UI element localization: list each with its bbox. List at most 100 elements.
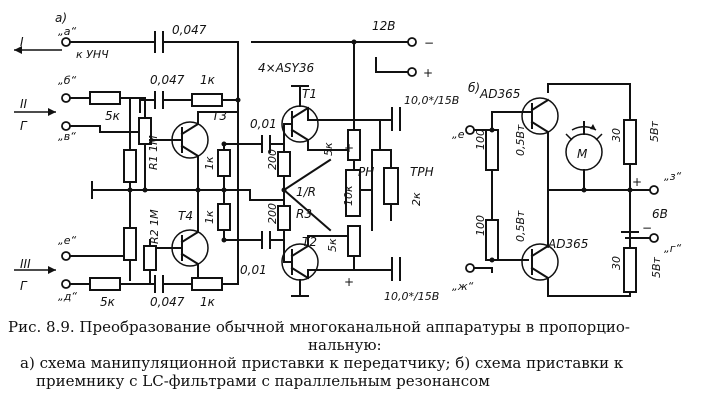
contact-v-label: „в“	[58, 130, 76, 143]
resistor-5k-in	[89, 91, 121, 105]
resistor-b-30b	[623, 247, 637, 293]
plus-mark-2: +	[344, 275, 354, 289]
terminal-b-g	[649, 233, 659, 243]
supply-plus: +	[423, 66, 433, 80]
transistor-t1	[281, 105, 319, 145]
supply-minus: −	[424, 36, 434, 50]
resistor-5k-t1-label: 5к	[322, 142, 335, 156]
resistor-b-5a-label: 5Вт	[648, 120, 661, 142]
resistor-r1-label: R1 1М	[147, 135, 160, 170]
supply-b-minus: −	[642, 221, 652, 235]
resistor-b-30a	[623, 119, 637, 165]
resistor-r2-1m	[123, 227, 137, 261]
contact-d-label: „д“	[58, 290, 77, 303]
input-III-label: III	[20, 257, 31, 271]
resistor-b-5b-label: 5Вт	[650, 256, 663, 278]
cap-t4-label: 0,047	[150, 295, 185, 309]
terminal-v	[61, 121, 71, 131]
caption-line-3: а) схема манипуляционной приставки к пер…	[20, 354, 624, 372]
resistor-b-05b-label: 0,5Вт	[514, 210, 527, 242]
wire-top-a	[69, 41, 239, 201]
supply-b-6v: 6В	[652, 207, 668, 221]
t1-label: T1	[302, 87, 317, 101]
gen-mark-2: Г	[20, 279, 28, 293]
cap-top-label: 0,047	[172, 23, 207, 37]
plus-mark-1: +	[344, 141, 354, 155]
resistor-5k-in-label: 5к	[105, 109, 121, 123]
resistor-b-30b-label: 30	[610, 256, 623, 270]
arrow-head-I	[14, 46, 22, 54]
terminal-e	[61, 251, 71, 261]
input-II-label: II	[20, 97, 28, 111]
transistor-ad365-bottom	[521, 243, 559, 281]
caption-line-2: нальную:	[308, 336, 382, 354]
resistor-10k	[345, 169, 361, 217]
caption-line-1: Рис. 8.9. Преобразование обычной многока…	[8, 318, 630, 336]
supply-b-plus: +	[632, 175, 642, 189]
contact-e-label: „е“	[58, 234, 76, 247]
transistor-t3	[149, 121, 209, 159]
transistor-t4	[155, 229, 209, 267]
terminal-b	[61, 93, 71, 103]
terminal-b-e	[465, 125, 475, 135]
resistor-b-100b	[485, 219, 499, 261]
transistor-ad365-top	[521, 97, 559, 135]
resistor-2k-label: 2к	[410, 192, 423, 206]
motor-label: M	[577, 147, 588, 161]
circuit-diagram: а) I „а“ к УНЧ 0,047 12В − + 4×ASY36 II …	[14, 11, 682, 309]
t4-label: T4	[178, 209, 193, 223]
resistor-r2-label: R2 1М	[148, 209, 161, 244]
caption-line-4: приемнику с LC-фильтрами с параллельным …	[36, 372, 490, 390]
resistor-200a	[277, 151, 291, 177]
resistor-200b-label: 200	[266, 203, 279, 224]
terminal-d	[61, 279, 71, 289]
transistors-note: 4×ASY36	[258, 61, 314, 75]
resistor-5k-bot-label: 5к	[100, 295, 116, 309]
resistor-r1-1m	[123, 149, 137, 183]
contact-b-zh-label: „ж“	[452, 280, 474, 293]
resistor-1k-t4-label: 1к	[203, 210, 216, 224]
resistor-200b	[277, 205, 291, 231]
contact-a-label: „а“	[58, 25, 76, 38]
cap-t3-label: 0,047	[150, 73, 185, 87]
rn-label: РН	[358, 165, 374, 179]
resistor-1k-t4	[217, 203, 231, 231]
at-bottom-label: AD365	[547, 237, 588, 251]
resistor-b-05a-label: 0,5Вт	[514, 124, 527, 156]
panel-b-tag: б)	[468, 81, 480, 95]
resistor-b-100b-label: 100	[474, 215, 487, 236]
trn-label: ТРН	[410, 165, 434, 179]
supply-12v-label: 12В	[372, 19, 396, 33]
resistor-5k-bot	[89, 277, 121, 291]
terminal-plus	[407, 67, 417, 77]
resistor-5k-t2-label: 5к	[326, 238, 339, 252]
resistor-b-100a-label: 100	[474, 129, 487, 150]
resistor-200a-label: 200	[266, 149, 279, 170]
wire-b	[69, 97, 146, 119]
wire-plus	[375, 57, 409, 73]
input-I-label: I	[20, 35, 24, 49]
resistor-b-100a	[485, 129, 499, 171]
resistor-1k-t3-label: 1к	[203, 156, 216, 170]
terminal-a	[61, 37, 71, 47]
panel-a-tag: а)	[55, 11, 67, 25]
cap-001b-label: 0,01	[240, 263, 267, 277]
contact-b-g-label: „г“	[664, 242, 681, 255]
resistor-10k-label: 10к	[342, 185, 355, 206]
resistor-1r-label: 1/R	[296, 185, 316, 199]
resistor-1k-top-label: 1к	[200, 73, 216, 87]
resistor-pot-b	[143, 245, 157, 271]
cap-out2-label: 10,0*/15В	[384, 290, 439, 303]
t2-label: T2	[302, 235, 317, 249]
resistor-r3-label: R3	[296, 207, 312, 221]
to-unch-label: к УНЧ	[76, 48, 109, 61]
resistor-5k-t2	[347, 225, 361, 257]
resistor-1k-bot	[191, 277, 223, 291]
resistor-1k-bot-label: 1к	[200, 295, 216, 309]
gen-mark-1: Г	[20, 119, 28, 133]
cap-001a-label: 0,01	[250, 117, 277, 131]
figure-caption: Рис. 8.9. Преобразование обычной многока…	[8, 318, 700, 390]
terminal-b-z	[649, 185, 659, 195]
contact-b-label: „б“	[58, 74, 76, 87]
